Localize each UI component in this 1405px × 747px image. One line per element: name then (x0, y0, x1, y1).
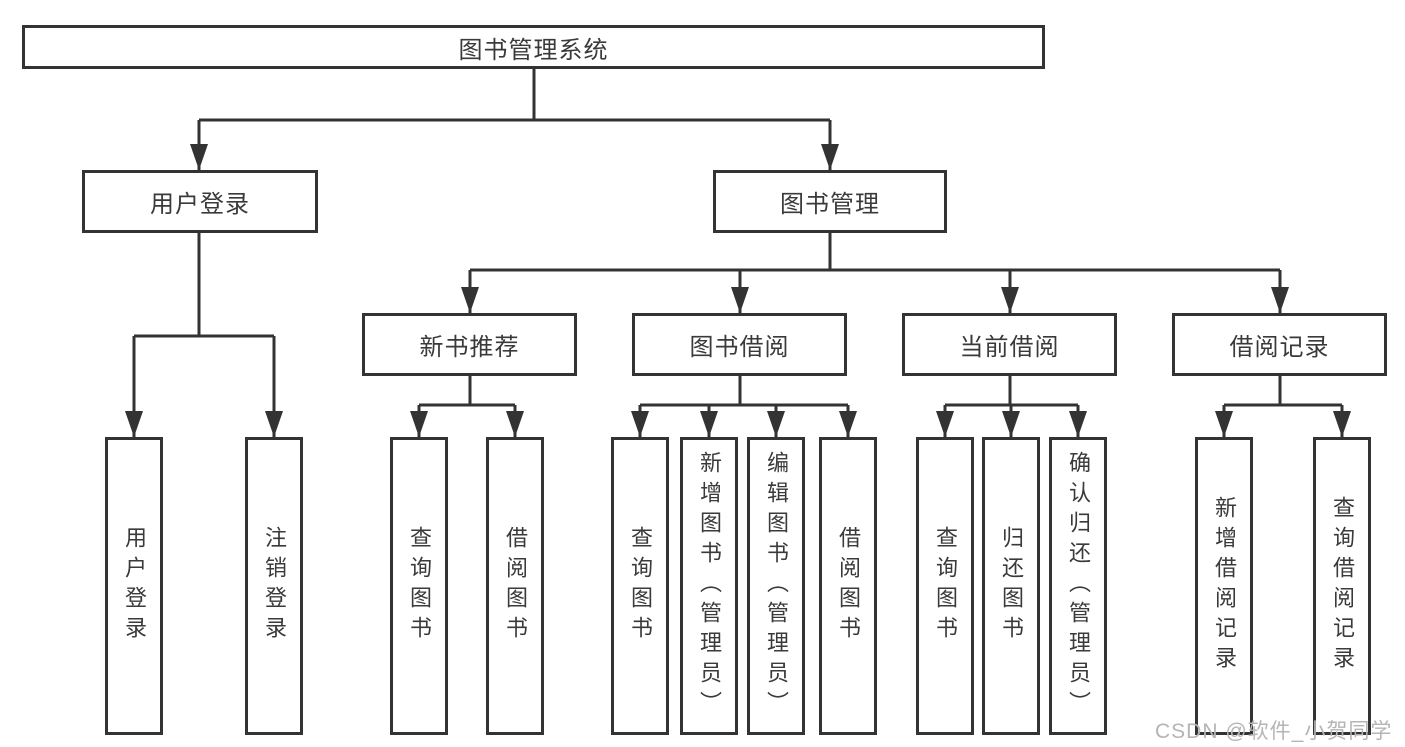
connector-book-mgmt-to-sections (461, 233, 1289, 313)
leaf-borrowing-edit-books-admin: 编辑图书（管理员） (747, 437, 805, 735)
arrowhead-icon (839, 411, 857, 437)
arrowhead-icon (731, 287, 749, 313)
connector-current-borrow-to-leaves (936, 376, 1087, 437)
arrowhead-icon (936, 411, 954, 437)
csdn-watermark: CSDN @软件_小贺同学 (1155, 720, 1393, 743)
connector-root-to-branches (190, 69, 839, 170)
connector-user-login-to-leaves (125, 233, 283, 437)
node-new-book-recommendation: 新书推荐 (362, 313, 577, 376)
arrowhead-icon (1271, 287, 1289, 313)
leaf-records-add-borrow-record: 新增借阅记录 (1195, 437, 1253, 735)
leaf-records-query-borrow-record: 查询借阅记录 (1313, 437, 1371, 735)
node-book-management: 图书管理 (713, 170, 947, 233)
arrowhead-icon (1001, 287, 1019, 313)
arrowhead-icon (1069, 411, 1087, 437)
leaf-newbooks-borrow-books: 借阅图书 (486, 437, 544, 735)
leaf-newbooks-query-books: 查询图书 (390, 437, 448, 735)
arrowhead-icon (700, 411, 718, 437)
arrowhead-icon (461, 287, 479, 313)
leaf-logout: 注销登录 (245, 437, 303, 735)
arrowhead-icon (125, 411, 143, 437)
node-current-borrowing: 当前借阅 (902, 313, 1117, 376)
node-user-login: 用户登录 (82, 170, 318, 233)
arrowhead-icon (767, 411, 785, 437)
connector-borrow-records-to-leaves (1215, 376, 1351, 437)
arrowhead-icon (506, 411, 524, 437)
arrowhead-icon (1002, 411, 1020, 437)
connector-new-books-to-leaves (410, 376, 524, 437)
leaf-borrowing-query-books: 查询图书 (611, 437, 669, 735)
arrowhead-icon (1215, 411, 1233, 437)
node-root-library-management-system: 图书管理系统 (22, 25, 1045, 69)
node-book-borrowing: 图书借阅 (632, 313, 847, 376)
arrowhead-icon (821, 144, 839, 170)
leaf-current-query-books: 查询图书 (916, 437, 974, 735)
arrowhead-icon (265, 411, 283, 437)
leaf-borrowing-borrow-books: 借阅图书 (819, 437, 877, 735)
arrowhead-icon (631, 411, 649, 437)
leaf-current-return-books: 归还图书 (982, 437, 1040, 735)
arrowhead-icon (410, 411, 428, 437)
arrowhead-icon (190, 144, 208, 170)
leaf-borrowing-add-books-admin: 新增图书（管理员） (680, 437, 738, 735)
connector-book-borrow-to-leaves (631, 376, 857, 437)
arrowhead-icon (1333, 411, 1351, 437)
leaf-user-login: 用户登录 (105, 437, 163, 735)
leaf-current-confirm-return-admin: 确认归还（管理员） (1049, 437, 1107, 735)
node-borrowing-records: 借阅记录 (1172, 313, 1387, 376)
